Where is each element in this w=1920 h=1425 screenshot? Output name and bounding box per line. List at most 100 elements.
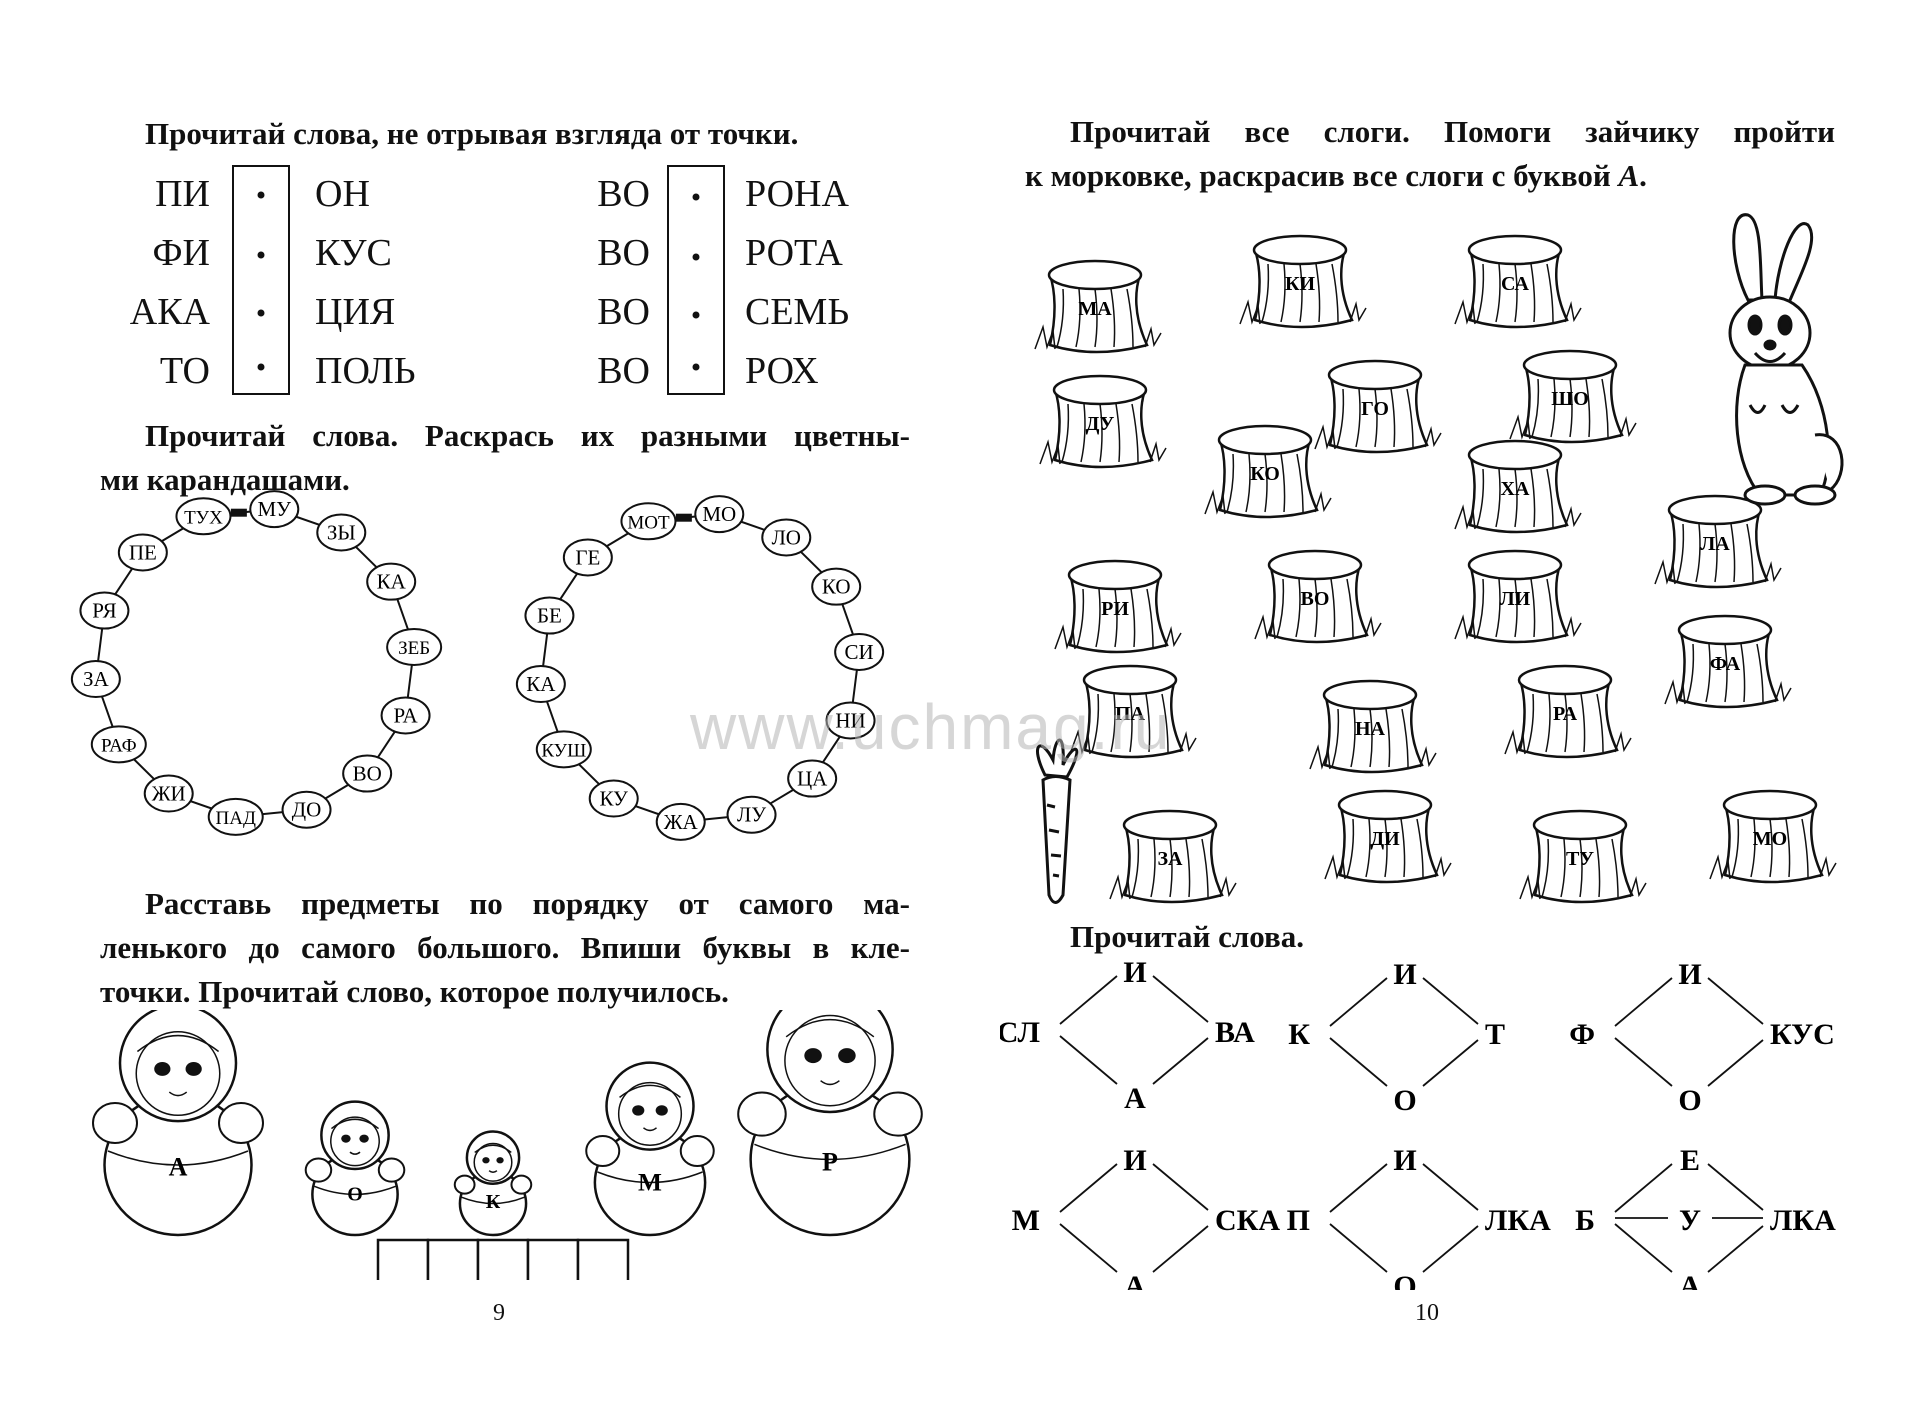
syllable-label: ПЕ xyxy=(129,540,157,564)
syllable-bubble[interactable]: РА xyxy=(380,696,431,735)
syllable-bubble[interactable]: ПЕ xyxy=(117,533,168,572)
tree-stump[interactable]: МО xyxy=(1709,789,1837,884)
syllable-bubble[interactable]: КА xyxy=(515,665,566,704)
page-number-left: 9 xyxy=(493,1300,505,1326)
syllable-bubble[interactable]: ТУХ xyxy=(175,497,232,536)
syllable-label: ТУХ xyxy=(184,507,223,528)
focus-dot-box-1 xyxy=(232,165,290,395)
tree-stump[interactable]: ШО xyxy=(1509,349,1637,444)
syllable-bubble[interactable]: МУ xyxy=(249,490,300,529)
answer-boxes[interactable] xyxy=(376,1238,630,1280)
syllable-bubble[interactable]: ЦА xyxy=(787,759,838,798)
word-part: РОНА xyxy=(745,173,849,215)
tree-stump[interactable]: ГО xyxy=(1314,359,1442,454)
syllable-bubble[interactable]: ЛО xyxy=(761,518,812,557)
tree-stump[interactable]: ХА xyxy=(1454,439,1582,534)
stump-syllable: ФА xyxy=(1710,653,1741,675)
syllable-bubble[interactable]: КА xyxy=(366,562,417,601)
watermark: www.uchmag.ru xyxy=(690,691,1172,763)
tree-stump[interactable]: ФА xyxy=(1664,614,1792,709)
tree-stump[interactable]: ЗА xyxy=(1109,809,1237,904)
tree-stump[interactable]: ВО xyxy=(1254,549,1382,644)
tree-stump[interactable]: КИ xyxy=(1239,234,1367,329)
syllable-label: РЯ xyxy=(92,599,116,623)
syllable-bubble[interactable]: ЖА xyxy=(655,802,706,841)
syllable-label: МУ xyxy=(258,497,292,521)
focus-dots xyxy=(692,193,700,371)
stump-syllable: ДИ xyxy=(1370,828,1400,850)
syllable-bubble[interactable]: МО xyxy=(694,495,745,534)
roly-poly-doll: А xyxy=(92,1010,264,1237)
tree-stump[interactable]: ЛА xyxy=(1654,494,1782,589)
roly-poly-doll: М xyxy=(585,1061,715,1237)
word-part: ЦИЯ xyxy=(315,291,396,333)
syllable-bubble[interactable]: ЗЕБ xyxy=(386,627,443,666)
syllable-bubble[interactable]: ДО xyxy=(281,790,332,829)
start-marker xyxy=(675,513,692,522)
syllable-label: КУ xyxy=(599,787,628,811)
diamond-left: Б xyxy=(1575,1204,1595,1237)
right-task1-instruction: Прочитай все слоги. Помоги зайчику пройт… xyxy=(1025,110,1835,198)
syllable-bubble[interactable]: ПАД xyxy=(207,797,264,836)
tree-stump[interactable]: ТУ xyxy=(1519,809,1647,904)
instruction-line: точки. Прочитай слово, которое получилос… xyxy=(100,974,729,1009)
syllable-bubble[interactable]: КУШ xyxy=(535,730,592,769)
syllable-label: КУШ xyxy=(541,740,586,761)
syllable-bubble[interactable]: ЖИ xyxy=(143,774,194,813)
instruction-line: ленького до самого большого. Впиши буквы… xyxy=(100,930,910,965)
instruction-text: к морковке, раскрасив все слоги с буквой xyxy=(1025,158,1619,193)
syllable-bubble[interactable]: БЕ xyxy=(524,596,575,635)
tree-stump[interactable]: МА xyxy=(1034,259,1162,354)
tree-stump[interactable]: ДИ xyxy=(1324,789,1452,884)
tree-stump[interactable]: КО xyxy=(1204,424,1332,519)
roly-poly-doll: Р xyxy=(737,1010,923,1237)
syllable-label: КА xyxy=(526,672,556,696)
stump-syllable: КО xyxy=(1250,463,1280,485)
right-task2-instruction: Прочитай слова. xyxy=(1070,919,1304,954)
word-part: КУС xyxy=(315,232,392,274)
syllable-bubble[interactable]: НИ xyxy=(825,701,876,740)
diamond-top: И xyxy=(1393,1144,1416,1177)
syllable-bubble[interactable]: ВО xyxy=(342,754,393,793)
tree-stump[interactable]: ЛИ xyxy=(1454,549,1582,644)
tree-stump[interactable]: РИ xyxy=(1054,559,1182,654)
doll-letter: К xyxy=(486,1191,501,1213)
word-parts-left-2: ВО ВО ВО ВО xyxy=(560,165,650,401)
syllable-label: РА xyxy=(393,703,418,727)
syllable-bubble[interactable]: ГЕ xyxy=(562,538,613,577)
tree-stump[interactable]: СА xyxy=(1454,234,1582,329)
syllable-label: ЗА xyxy=(83,667,110,691)
syllable-bubble[interactable]: ЗА xyxy=(70,660,121,699)
syllable-bubble[interactable]: КО xyxy=(811,567,862,606)
syllable-rings: МУ ЗЫ КА ЗЕБ РА ВО ДО ПАД ЖИ РАФ ЗА РЯ ПЕ ТУХ МО ЛО КО С… xyxy=(70,490,885,841)
syllable-bubble[interactable]: ЛУ xyxy=(726,795,777,834)
stump-syllable: ПА xyxy=(1115,703,1146,725)
stump-syllable: СА xyxy=(1501,273,1529,295)
stump-syllable: ТУ xyxy=(1566,848,1594,870)
syllable-bubble[interactable]: РАФ xyxy=(90,725,147,764)
tree-stump[interactable]: РА xyxy=(1504,664,1632,759)
tree-stump[interactable]: ДУ xyxy=(1039,374,1167,469)
syllable-bubble[interactable]: ЗЫ xyxy=(316,513,367,552)
syllable-label: НИ xyxy=(835,708,865,732)
syllable-label: ВО xyxy=(353,762,382,786)
diamond-left: М xyxy=(1012,1204,1040,1237)
tree-stumps: МА КИ СА ДУ ГО ШО КО ХА РИ ВО ЛИ ЛА ФА ПА НА РА ЗА ДИ ТУ МО xyxy=(1034,234,1837,904)
stump-syllable: ВО xyxy=(1301,588,1330,610)
syllable-bubble[interactable]: МОТ xyxy=(620,502,677,541)
syllable-label: ПАД xyxy=(216,808,256,829)
syllable-bubble[interactable]: РЯ xyxy=(79,591,130,630)
diamond-top: И xyxy=(1678,960,1701,991)
syllable-label: КО xyxy=(822,575,851,599)
stump-syllable: РИ xyxy=(1101,598,1129,620)
tree-stump[interactable]: НА xyxy=(1309,679,1437,774)
tree-stump[interactable]: ПА xyxy=(1069,664,1197,759)
diamond-middle: У xyxy=(1679,1204,1701,1237)
syllable-bubble[interactable]: КУ xyxy=(588,779,639,818)
syllable-bubble[interactable]: СИ xyxy=(834,632,885,671)
